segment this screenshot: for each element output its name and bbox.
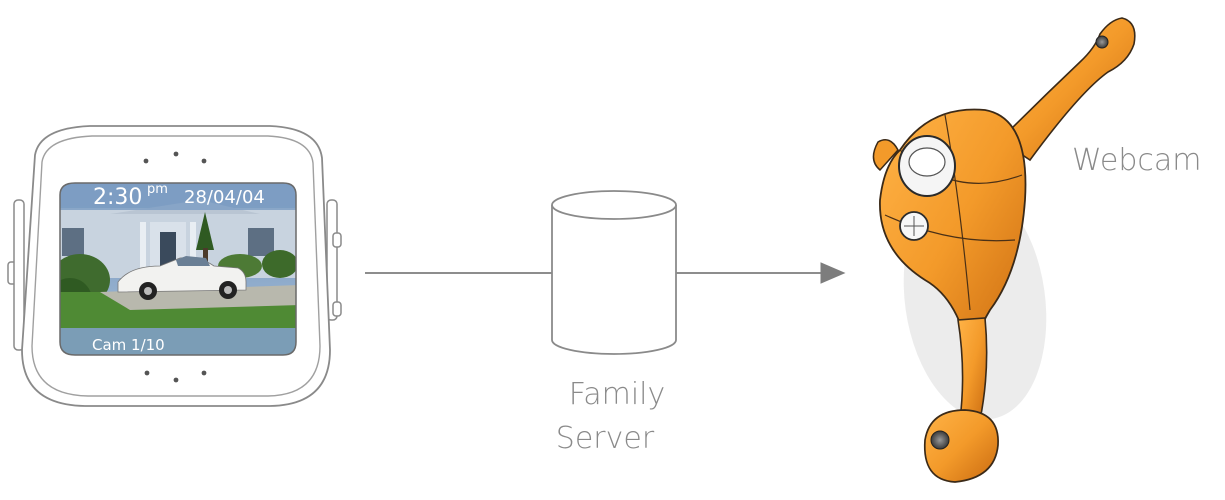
screen-camera-label: Cam 1/10 (92, 336, 165, 354)
webcam-side-ear (872, 139, 899, 172)
screen-date: 28/04/04 (184, 187, 265, 208)
device-indicator-dot (201, 158, 207, 164)
screen-time: 2:30 (93, 185, 142, 210)
device-indicator-dot (143, 158, 149, 164)
screen-top-band (60, 183, 296, 210)
device-indicator-dot (173, 377, 179, 383)
screen-photo-car (117, 256, 247, 300)
server-label-line2: Server (556, 421, 655, 456)
server-label-line1: Family (569, 377, 666, 412)
screen-bottom-band (60, 328, 296, 355)
device-side-rail-left (13, 199, 25, 351)
webcam-top-knob (1095, 35, 1109, 49)
device-screen (60, 183, 296, 355)
webcam-base (923, 409, 999, 483)
device-screen-frame (59, 182, 297, 356)
family-server-icon (551, 190, 677, 355)
device-indicator-dot (173, 151, 179, 157)
webcam-label: Webcam (1072, 143, 1202, 178)
device-indicator-dot (144, 370, 150, 376)
webcam-base-knob (930, 430, 950, 450)
webcam-upper-arm (998, 17, 1136, 162)
device-indicator-dot (201, 370, 207, 376)
display-device: 2:30 pm 28/04/04 Cam 1/10 (7, 125, 342, 407)
webcam-lower-stem (957, 317, 988, 421)
screen-time-suffix: pm (147, 182, 168, 197)
webcam-illustration (872, 17, 1136, 483)
device-side-button-right-2 (332, 301, 342, 317)
device-inner-bezel (31, 135, 321, 397)
device-side-button-right-1 (332, 232, 342, 248)
